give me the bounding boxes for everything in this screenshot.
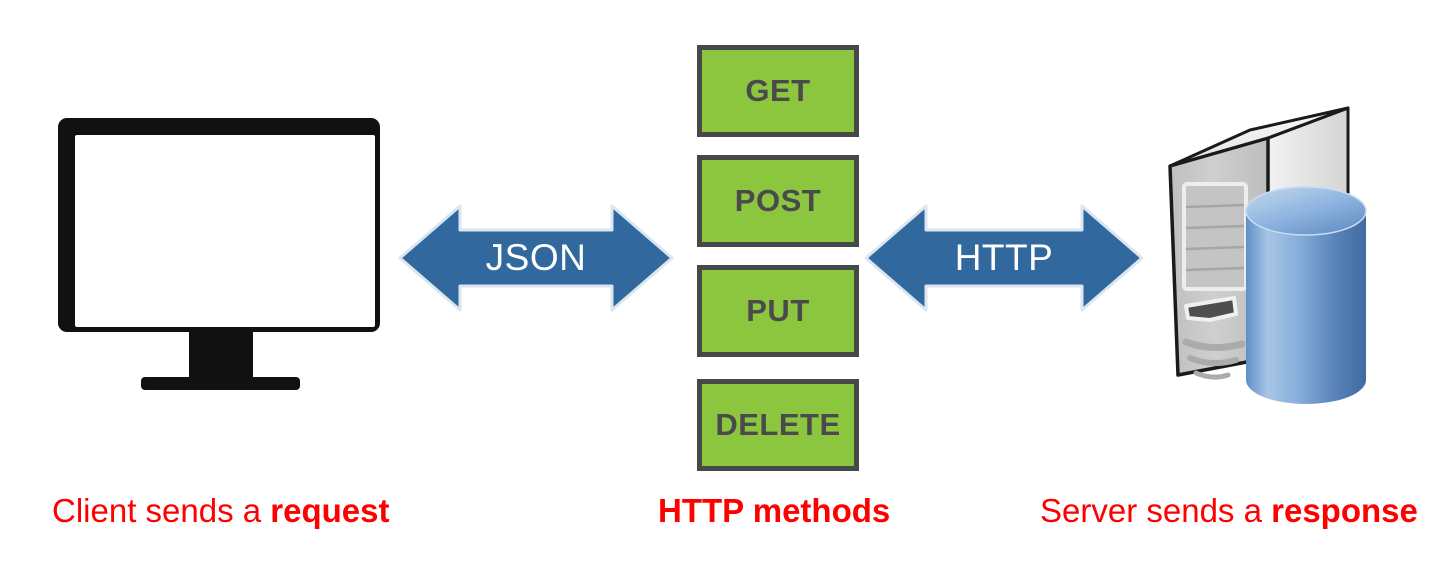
- server-caption: Server sends a response: [1040, 492, 1418, 530]
- methods-caption-bold: HTTP methods: [658, 492, 891, 529]
- client-caption-bold: request: [270, 492, 390, 529]
- server-tower-top: [1168, 106, 1350, 168]
- desktop-monitor-icon: [52, 112, 392, 402]
- server-drive-slot: [1184, 296, 1238, 322]
- method-box-delete[interactable]: DELETE: [697, 379, 859, 471]
- database-cylinder: [1245, 186, 1367, 404]
- method-box-put[interactable]: PUT: [697, 265, 859, 357]
- method-box-get[interactable]: GET: [697, 45, 859, 137]
- methods-caption: HTTP methods: [658, 492, 890, 530]
- monitor-stand-neck: [189, 330, 253, 384]
- method-box-post[interactable]: POST: [697, 155, 859, 247]
- monitor-stand-base: [141, 377, 300, 390]
- json-arrow: JSON: [398, 200, 674, 316]
- server-drive-bay-panel: [1182, 182, 1248, 291]
- monitor-screen: [75, 135, 375, 327]
- client-caption-plain: Client sends a: [52, 492, 271, 529]
- server-tower-database-icon: [1150, 90, 1440, 410]
- server-caption-bold: response: [1271, 492, 1418, 529]
- monitor-bezel: [58, 118, 380, 332]
- http-arrow: HTTP: [864, 200, 1144, 316]
- server-caption-plain: Server sends a: [1040, 492, 1272, 529]
- client-caption: Client sends a request: [52, 492, 390, 530]
